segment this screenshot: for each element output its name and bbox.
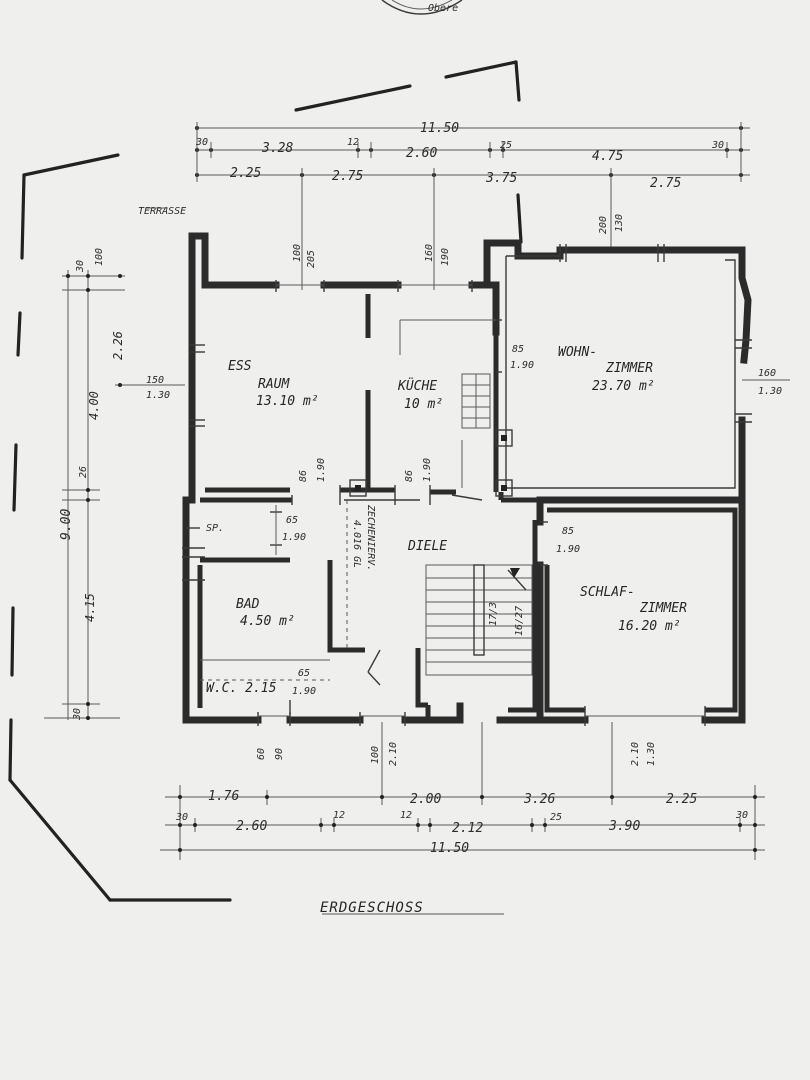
dimension-chain-left: 30 100 2.26 4.00 26 9.00 4.15 30 150 1.3… bbox=[44, 248, 185, 721]
dimension-chain-top: 11.50 30 3.28 12 2.60 25 4.75 30 2.25 2.… bbox=[195, 121, 750, 290]
win-bot-2b: 2.10 bbox=[388, 742, 399, 766]
room-bad-area: 4.50 m² bbox=[240, 614, 295, 629]
dim-bot-r2-b: 2.60 bbox=[236, 819, 267, 834]
stair-label-2: 16/27 bbox=[514, 606, 525, 636]
door-wc-b: 1.90 bbox=[292, 686, 316, 697]
win-left-b: 1.30 bbox=[146, 390, 170, 401]
dim-top-r2-c: 3.75 bbox=[485, 171, 517, 186]
plan-title: ERDGESCHOSS bbox=[320, 900, 424, 916]
dim-bot-r1-a: 1.76 bbox=[208, 789, 239, 804]
dim-left-top-a: 30 bbox=[75, 260, 86, 273]
dim-left-mid: 4.00 bbox=[87, 391, 101, 420]
door-ess-a: 86 bbox=[298, 470, 309, 482]
room-wohn-area: 23.70 m² bbox=[592, 379, 655, 394]
dim-bot-r1-b: 2.00 bbox=[410, 792, 441, 807]
dim-bot-r2-e: 2.12 bbox=[452, 821, 483, 836]
win-bot-1b: 90 bbox=[274, 748, 285, 760]
room-labels: ESS RAUM 13.10 m² KÜCHE 10 m² WOHN- ZIMM… bbox=[206, 345, 687, 696]
room-wc-label: W.C. 2.15 bbox=[206, 681, 277, 696]
room-ess-area: 13.10 m² bbox=[256, 394, 319, 409]
chimney-label-2: 4.016 GL bbox=[351, 520, 362, 568]
dim-left-lower: 4.15 bbox=[83, 593, 97, 622]
room-diele-label: DIELE bbox=[407, 539, 447, 554]
win-top-3b: 130 bbox=[614, 214, 625, 232]
room-schlaf-label-1: SCHLAF- bbox=[580, 585, 635, 600]
dim-left-top-c: 2.26 bbox=[111, 331, 125, 360]
dimension-chain-bottom: 1.76 2.00 3.26 2.25 30 2.60 12 12 2.12 2… bbox=[160, 722, 765, 860]
win-right-b: 1.30 bbox=[758, 386, 782, 397]
win-top-1b: 205 bbox=[306, 250, 317, 268]
openings-marks bbox=[182, 244, 752, 726]
dim-bot-r2-h: 30 bbox=[735, 810, 748, 821]
dim-left-top-b: 100 bbox=[94, 248, 105, 266]
win-right-a: 160 bbox=[758, 368, 776, 379]
win-bot-2a: 100 bbox=[370, 746, 381, 764]
door-kue-b: 1.90 bbox=[422, 458, 433, 482]
win-top-2b: 190 bbox=[440, 248, 451, 266]
room-kueche-label: KÜCHE bbox=[397, 377, 437, 394]
room-wohn-label-1: WOHN- bbox=[558, 345, 597, 360]
dim-top-r2-b: 2.75 bbox=[332, 169, 363, 184]
win-top-2a: 160 bbox=[424, 244, 435, 262]
win-bot-3b: 1.30 bbox=[646, 742, 657, 766]
dim-top-total: 11.50 bbox=[420, 121, 459, 136]
dim-bot-r2-d: 12 bbox=[400, 810, 412, 821]
room-schlaf-area: 16.20 m² bbox=[618, 619, 681, 634]
interior-details bbox=[346, 319, 533, 686]
door-schlaf-b: 1.90 bbox=[556, 544, 580, 555]
dim-top-r2-a: 2.25 bbox=[230, 166, 261, 181]
door-wc-a: 65 bbox=[298, 668, 310, 679]
property-border bbox=[8, 60, 523, 902]
dim-top-r1-e: 25 bbox=[500, 140, 512, 151]
room-wohn-label-2: ZIMMER bbox=[605, 361, 653, 376]
room-ess-label-1: ESS bbox=[228, 359, 252, 374]
dim-bot-r1-d: 2.25 bbox=[666, 792, 697, 807]
terrace-label: TERRASSE bbox=[138, 206, 186, 217]
room-kueche-area: 10 m² bbox=[404, 397, 443, 412]
stair-label-1: 17/3 bbox=[488, 602, 499, 626]
dim-bot-r2-c: 12 bbox=[333, 810, 345, 821]
dim-top-r1-c: 12 bbox=[347, 137, 359, 148]
dim-top-r1-a: 30 bbox=[195, 137, 208, 148]
dim-bot-r2-a: 30 bbox=[175, 812, 188, 823]
door-schlaf-a: 85 bbox=[562, 526, 574, 537]
dim-top-r1-g: 30 bbox=[711, 140, 724, 151]
room-bad-label: BAD bbox=[236, 597, 260, 612]
win-top-1a: 100 bbox=[292, 244, 303, 262]
dim-bot-r2-g: 3.90 bbox=[608, 819, 640, 834]
dim-top-r1-b: 3.28 bbox=[261, 141, 293, 156]
room-schlaf-label-2: ZIMMER bbox=[639, 601, 687, 616]
dim-bot-r2-f: 25 bbox=[550, 812, 562, 823]
door-sp-a: 65 bbox=[286, 515, 298, 526]
room-ess-label-2: RAUM bbox=[258, 377, 290, 392]
win-bot-3a: 2.10 bbox=[630, 742, 641, 766]
door-ess-b: 1.90 bbox=[316, 458, 327, 482]
win-left-a: 150 bbox=[146, 375, 164, 386]
dim-left-total: 9.00 bbox=[59, 509, 74, 540]
dimension-right: 160 1.30 bbox=[742, 368, 790, 397]
dim-top-r1-d: 2.60 bbox=[406, 146, 437, 161]
door-kue-a: 86 bbox=[404, 470, 415, 482]
door-wohn-a: 85 bbox=[512, 344, 524, 355]
dim-left-mid-b: 26 bbox=[78, 466, 89, 478]
dim-left-bottom: 30 bbox=[72, 708, 83, 721]
stamp-text: Obere bbox=[428, 3, 458, 14]
win-bot-1a: 60 bbox=[256, 748, 267, 760]
door-sp-b: 1.90 bbox=[282, 532, 306, 543]
opening-labels: 100 205 160 190 200 130 85 1.90 86 1.90 … bbox=[256, 214, 657, 766]
win-top-3a: 200 bbox=[598, 216, 609, 234]
room-sp-label: SP. bbox=[206, 523, 224, 534]
dim-top-r2-d: 2.75 bbox=[650, 176, 681, 191]
dim-bot-r1-c: 3.26 bbox=[523, 792, 555, 807]
dim-bot-total: 11.50 bbox=[430, 841, 469, 856]
chimney-label-1: ZECHENIERV. bbox=[365, 504, 376, 571]
door-wohn-b: 1.90 bbox=[510, 360, 534, 371]
stamp: Obere bbox=[381, 0, 463, 15]
walls bbox=[182, 232, 752, 724]
dim-top-r1-f: 4.75 bbox=[592, 149, 623, 164]
